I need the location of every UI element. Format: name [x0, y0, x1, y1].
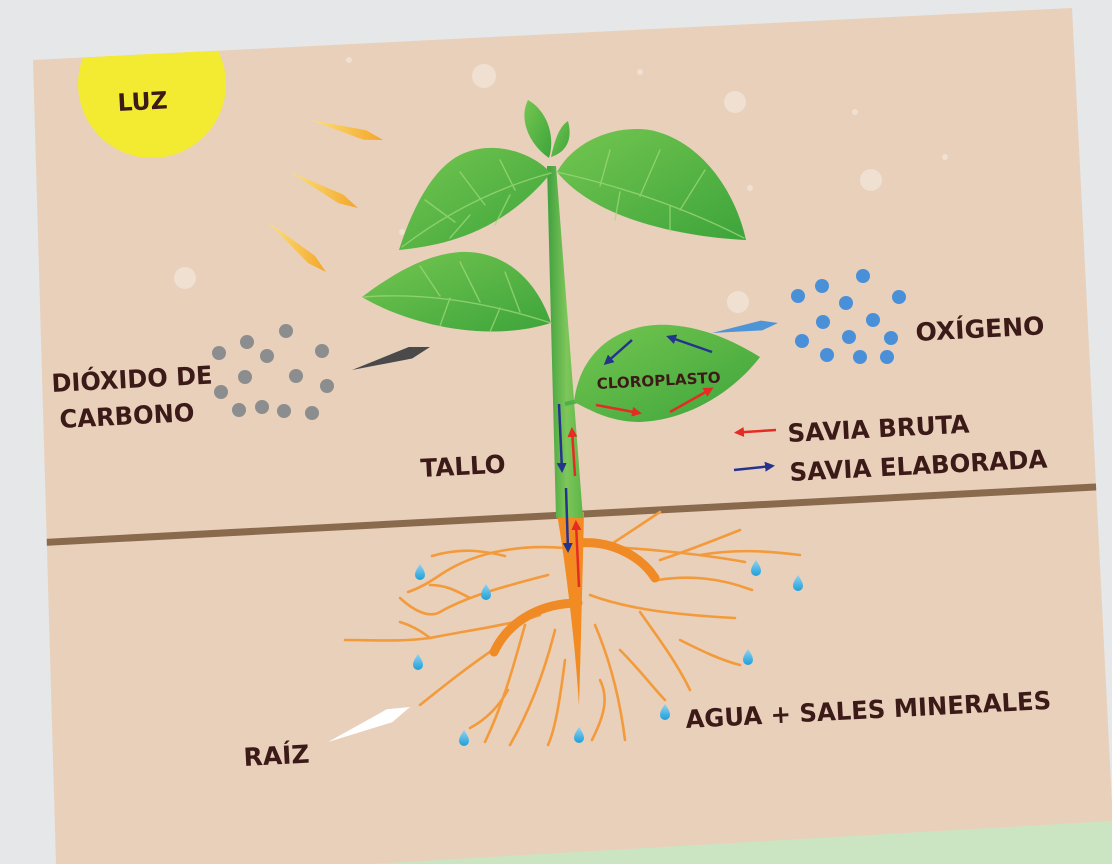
leaf-veins	[556, 149, 745, 239]
co2-particle	[212, 346, 226, 360]
root-branch	[593, 623, 627, 742]
o2-particle	[856, 269, 870, 283]
root-main-branch	[489, 598, 583, 657]
root-branch	[658, 528, 742, 562]
o2-particle	[866, 313, 880, 327]
co2-particle	[260, 349, 274, 363]
elaborated-sap-arrow	[562, 487, 573, 553]
root-branch	[608, 510, 662, 547]
oxygen-label: OXÍGENO	[915, 311, 1045, 347]
root-branch	[406, 545, 567, 594]
co2-particle	[279, 324, 293, 338]
bubble	[860, 169, 882, 191]
bubble	[852, 109, 858, 115]
light-ray-arrow	[310, 120, 383, 140]
o2-particle	[842, 330, 856, 344]
root-branch	[430, 549, 507, 558]
bud-leaf	[551, 121, 570, 157]
co2-particle	[238, 370, 252, 384]
elaborated-sap-arrow	[666, 334, 713, 354]
root-branch	[398, 620, 432, 640]
raw-sap-arrow	[567, 427, 578, 477]
bubble	[724, 91, 746, 113]
root-branch	[618, 648, 667, 702]
bubble	[399, 229, 405, 235]
elaborated-sap-arrow	[603, 339, 633, 365]
o2-particle	[880, 350, 894, 364]
co2-particle	[232, 403, 246, 417]
light-ray-arrow	[290, 172, 358, 208]
o2-particle	[839, 296, 853, 310]
bubble	[472, 64, 496, 88]
co2-particle	[305, 406, 319, 420]
root-branch	[483, 623, 527, 744]
oxygen-particles	[791, 269, 906, 364]
root-branch	[468, 688, 510, 730]
next-card-edge	[370, 821, 1112, 864]
stem-label: TALLO	[420, 450, 506, 483]
legend-raw-sap-arrow	[734, 427, 777, 438]
elaborated-sap-arrow	[556, 403, 567, 473]
bud-leaf	[524, 100, 552, 158]
sun-label: LUZ	[117, 86, 168, 117]
co2-particle	[255, 400, 269, 414]
root-main-branch	[573, 538, 660, 583]
o2-particle	[820, 348, 834, 362]
root-branch	[546, 658, 567, 747]
root-pointer-arrow	[328, 707, 410, 742]
leaf-veins	[363, 261, 552, 333]
co2-particle	[277, 404, 291, 418]
root-branch	[678, 638, 742, 667]
upper-right-leaf	[557, 129, 746, 240]
light-ray-arrow	[268, 222, 326, 272]
carbon-dioxide-particles	[212, 324, 334, 420]
bubble	[942, 154, 948, 160]
co2-particle	[240, 335, 254, 349]
bubble	[637, 69, 643, 75]
raw-sap-arrow	[669, 387, 714, 414]
lower-left-leaf	[362, 251, 551, 332]
co2-particle	[289, 369, 303, 383]
upper-left-leaf	[399, 147, 551, 250]
legend-elaborated-sap-arrow	[733, 461, 775, 472]
oxygen-arrow	[712, 320, 778, 333]
root-branch	[638, 610, 692, 692]
o2-particle	[884, 331, 898, 345]
raw-sap-arrow	[571, 520, 582, 588]
root-branch	[656, 576, 754, 592]
bubble	[346, 57, 352, 63]
carbon-dioxide-label-line2: CARBONO	[59, 398, 195, 434]
root-branch	[428, 583, 472, 600]
bubble	[727, 291, 749, 313]
o2-particle	[791, 289, 805, 303]
root-label: RAÍZ	[243, 740, 310, 772]
co2-particle	[214, 385, 228, 399]
bubble	[747, 185, 753, 191]
carbon-dioxide-arrow	[352, 347, 430, 370]
o2-particle	[815, 279, 829, 293]
root-branch	[698, 549, 802, 557]
root-branch	[398, 573, 550, 616]
o2-particle	[816, 315, 830, 329]
o2-particle	[892, 290, 906, 304]
root-branch	[508, 628, 557, 747]
root-branch	[590, 678, 606, 742]
root-branch	[588, 593, 737, 620]
co2-particle	[320, 379, 334, 393]
raw-sap-arrow	[595, 403, 642, 417]
co2-particle	[315, 344, 329, 358]
leaf-veins	[401, 159, 552, 248]
o2-particle	[853, 350, 867, 364]
o2-particle	[795, 334, 809, 348]
bubble	[174, 267, 196, 289]
light-rays	[268, 120, 383, 272]
